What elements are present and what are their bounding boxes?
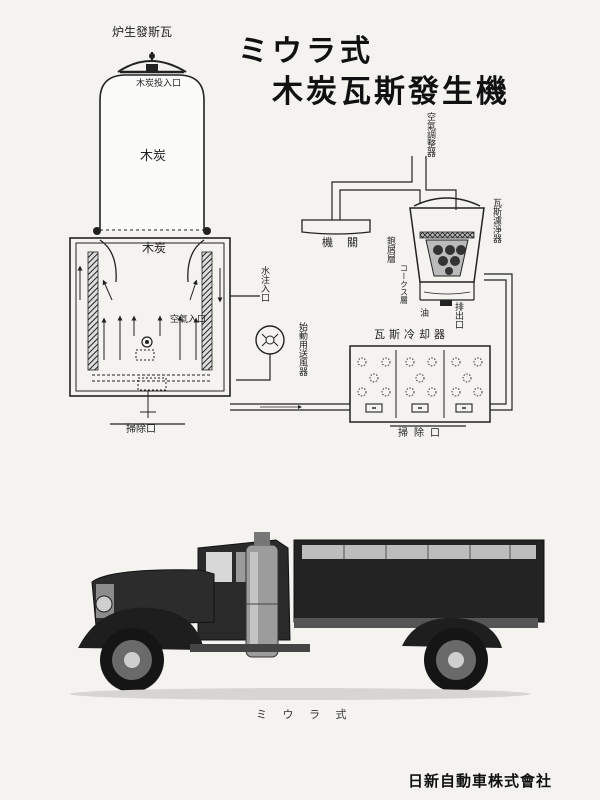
generator-hopper: [93, 74, 211, 235]
label-air-inlet: 空氣入口: [170, 313, 206, 325]
label-generator: 炉生發斯瓦: [112, 24, 172, 39]
label-engine: 機關: [322, 235, 372, 249]
generator-furnace: [69, 237, 231, 418]
label-water-inlet: 水注入口: [259, 265, 270, 302]
generator-lid: [117, 52, 187, 74]
label-ash-outlet: 掃除口: [126, 422, 156, 435]
label-shavings-layer: 鉋屑層: [385, 235, 396, 264]
company-name: 日新自動車株式會社: [408, 772, 553, 790]
label-oil: 油: [420, 307, 429, 319]
gas-purifier: [409, 197, 485, 306]
gas-piping: [230, 156, 513, 411]
gas-cooler: [349, 345, 491, 423]
label-air-valve: 空氣調整器: [425, 111, 436, 157]
label-gas-purifier: 瓦斯濾淨器: [491, 198, 502, 243]
label-coke-layer: コークス層: [400, 264, 409, 305]
starter-fan: [236, 325, 285, 381]
label-gas-cooler: 瓦斯冷却器: [374, 328, 449, 341]
label-charcoal-upper: 木炭: [140, 149, 166, 164]
title-line-1: ミウラ式: [238, 34, 374, 69]
label-starter-fan: 始動用送風器: [297, 321, 308, 376]
label-charcoal-inlet: 木炭投入口: [136, 77, 181, 89]
photo-caption: ミ ウ ラ 式: [256, 708, 353, 721]
truck-illustration: [70, 532, 545, 700]
title-line-2: 木炭瓦斯發生機: [272, 74, 510, 110]
label-drain: 排出口: [453, 301, 464, 329]
label-cleaning-outlet: 掃除口: [398, 426, 446, 439]
label-charcoal-lower: 木炭: [142, 241, 166, 255]
flow-arrows: [77, 265, 223, 360]
